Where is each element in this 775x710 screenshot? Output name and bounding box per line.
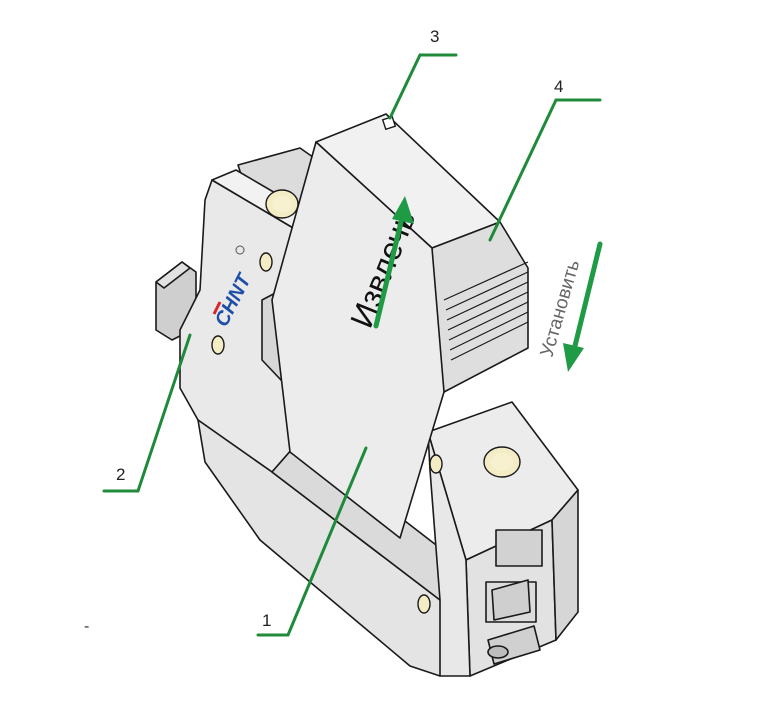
remove-arrow-icon xyxy=(373,196,414,329)
callout-3: 3 xyxy=(430,27,439,46)
brand-logo-accent xyxy=(212,301,222,315)
footnote-mark: - xyxy=(84,618,89,635)
callout-leaders xyxy=(102,53,602,637)
device-body xyxy=(155,147,579,677)
callout-2: 2 xyxy=(116,465,125,484)
leader-2 xyxy=(102,333,192,493)
terminal-window-upper xyxy=(495,529,543,567)
leader-3 xyxy=(388,53,458,120)
callout-4: 4 xyxy=(554,77,563,96)
cartridge-top-notch xyxy=(381,115,397,131)
install-arrow-icon xyxy=(563,241,603,372)
cartridge xyxy=(271,113,529,539)
leader-4 xyxy=(488,98,602,242)
leader-1 xyxy=(256,446,368,637)
cartridge-ribs xyxy=(443,261,529,361)
terminal-holes xyxy=(211,189,521,614)
cartridge-front-face xyxy=(271,141,445,539)
cartridge-side-face xyxy=(431,221,529,393)
callout-1: 1 xyxy=(262,611,271,630)
brand-mark-icon xyxy=(235,245,245,255)
